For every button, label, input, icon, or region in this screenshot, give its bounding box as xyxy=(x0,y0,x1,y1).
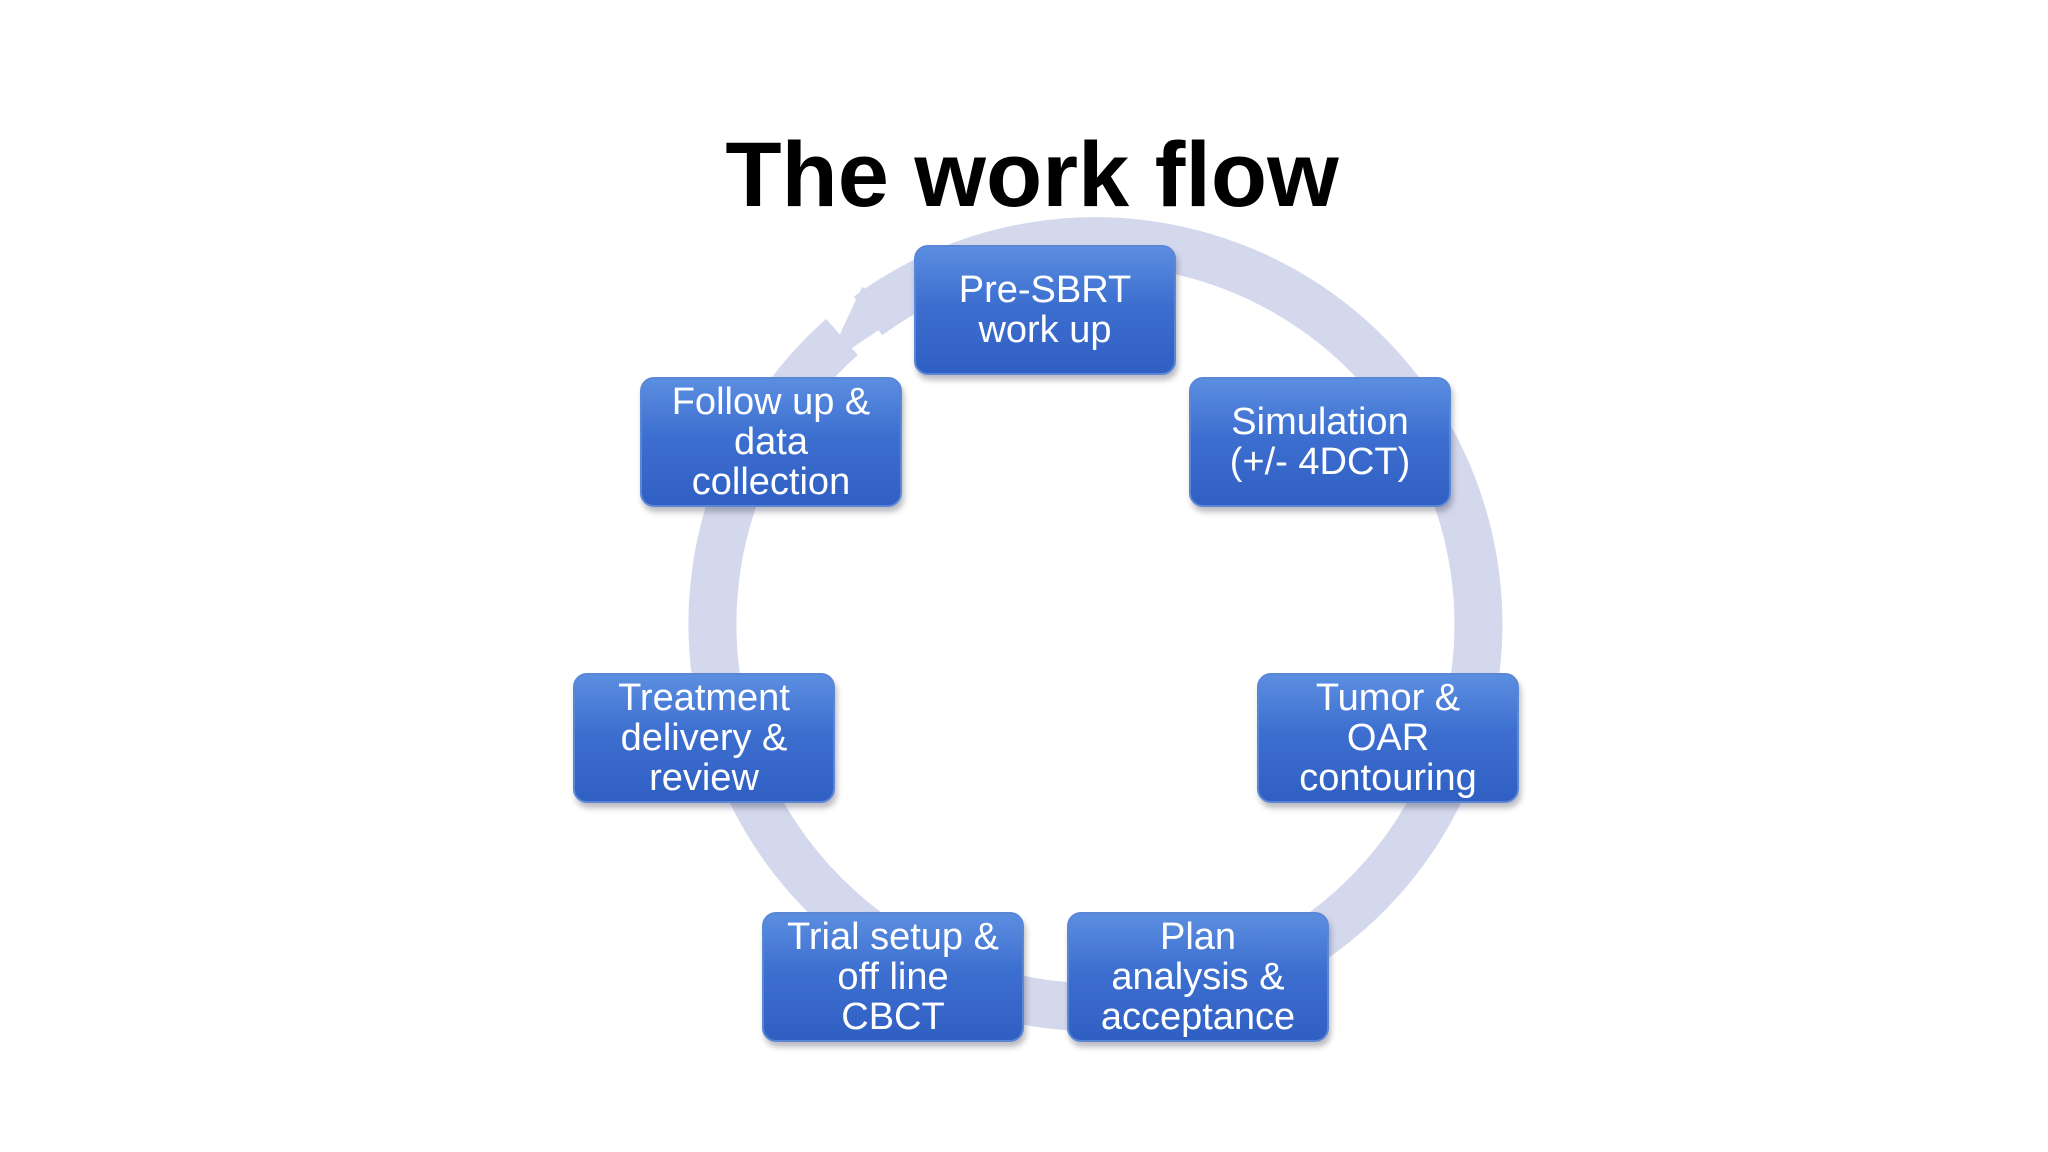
cycle-arrow-head xyxy=(825,287,906,366)
step-trial-setup-cbct: Trial setup & off line CBCT xyxy=(762,912,1024,1042)
page-title: The work flow xyxy=(725,124,1339,226)
step-simulation: Simulation (+/- 4DCT) xyxy=(1189,377,1451,507)
step-follow-up-data-collection: Follow up & data collection xyxy=(640,377,902,507)
step-pre-sbrt-work-up: Pre-SBRT work up xyxy=(914,245,1176,375)
step-treatment-delivery-review: Treatment delivery & review xyxy=(573,673,835,803)
step-tumor-oar-contouring: Tumor & OAR contouring xyxy=(1257,673,1519,803)
step-plan-analysis-acceptance: Plan analysis & acceptance xyxy=(1067,912,1329,1042)
